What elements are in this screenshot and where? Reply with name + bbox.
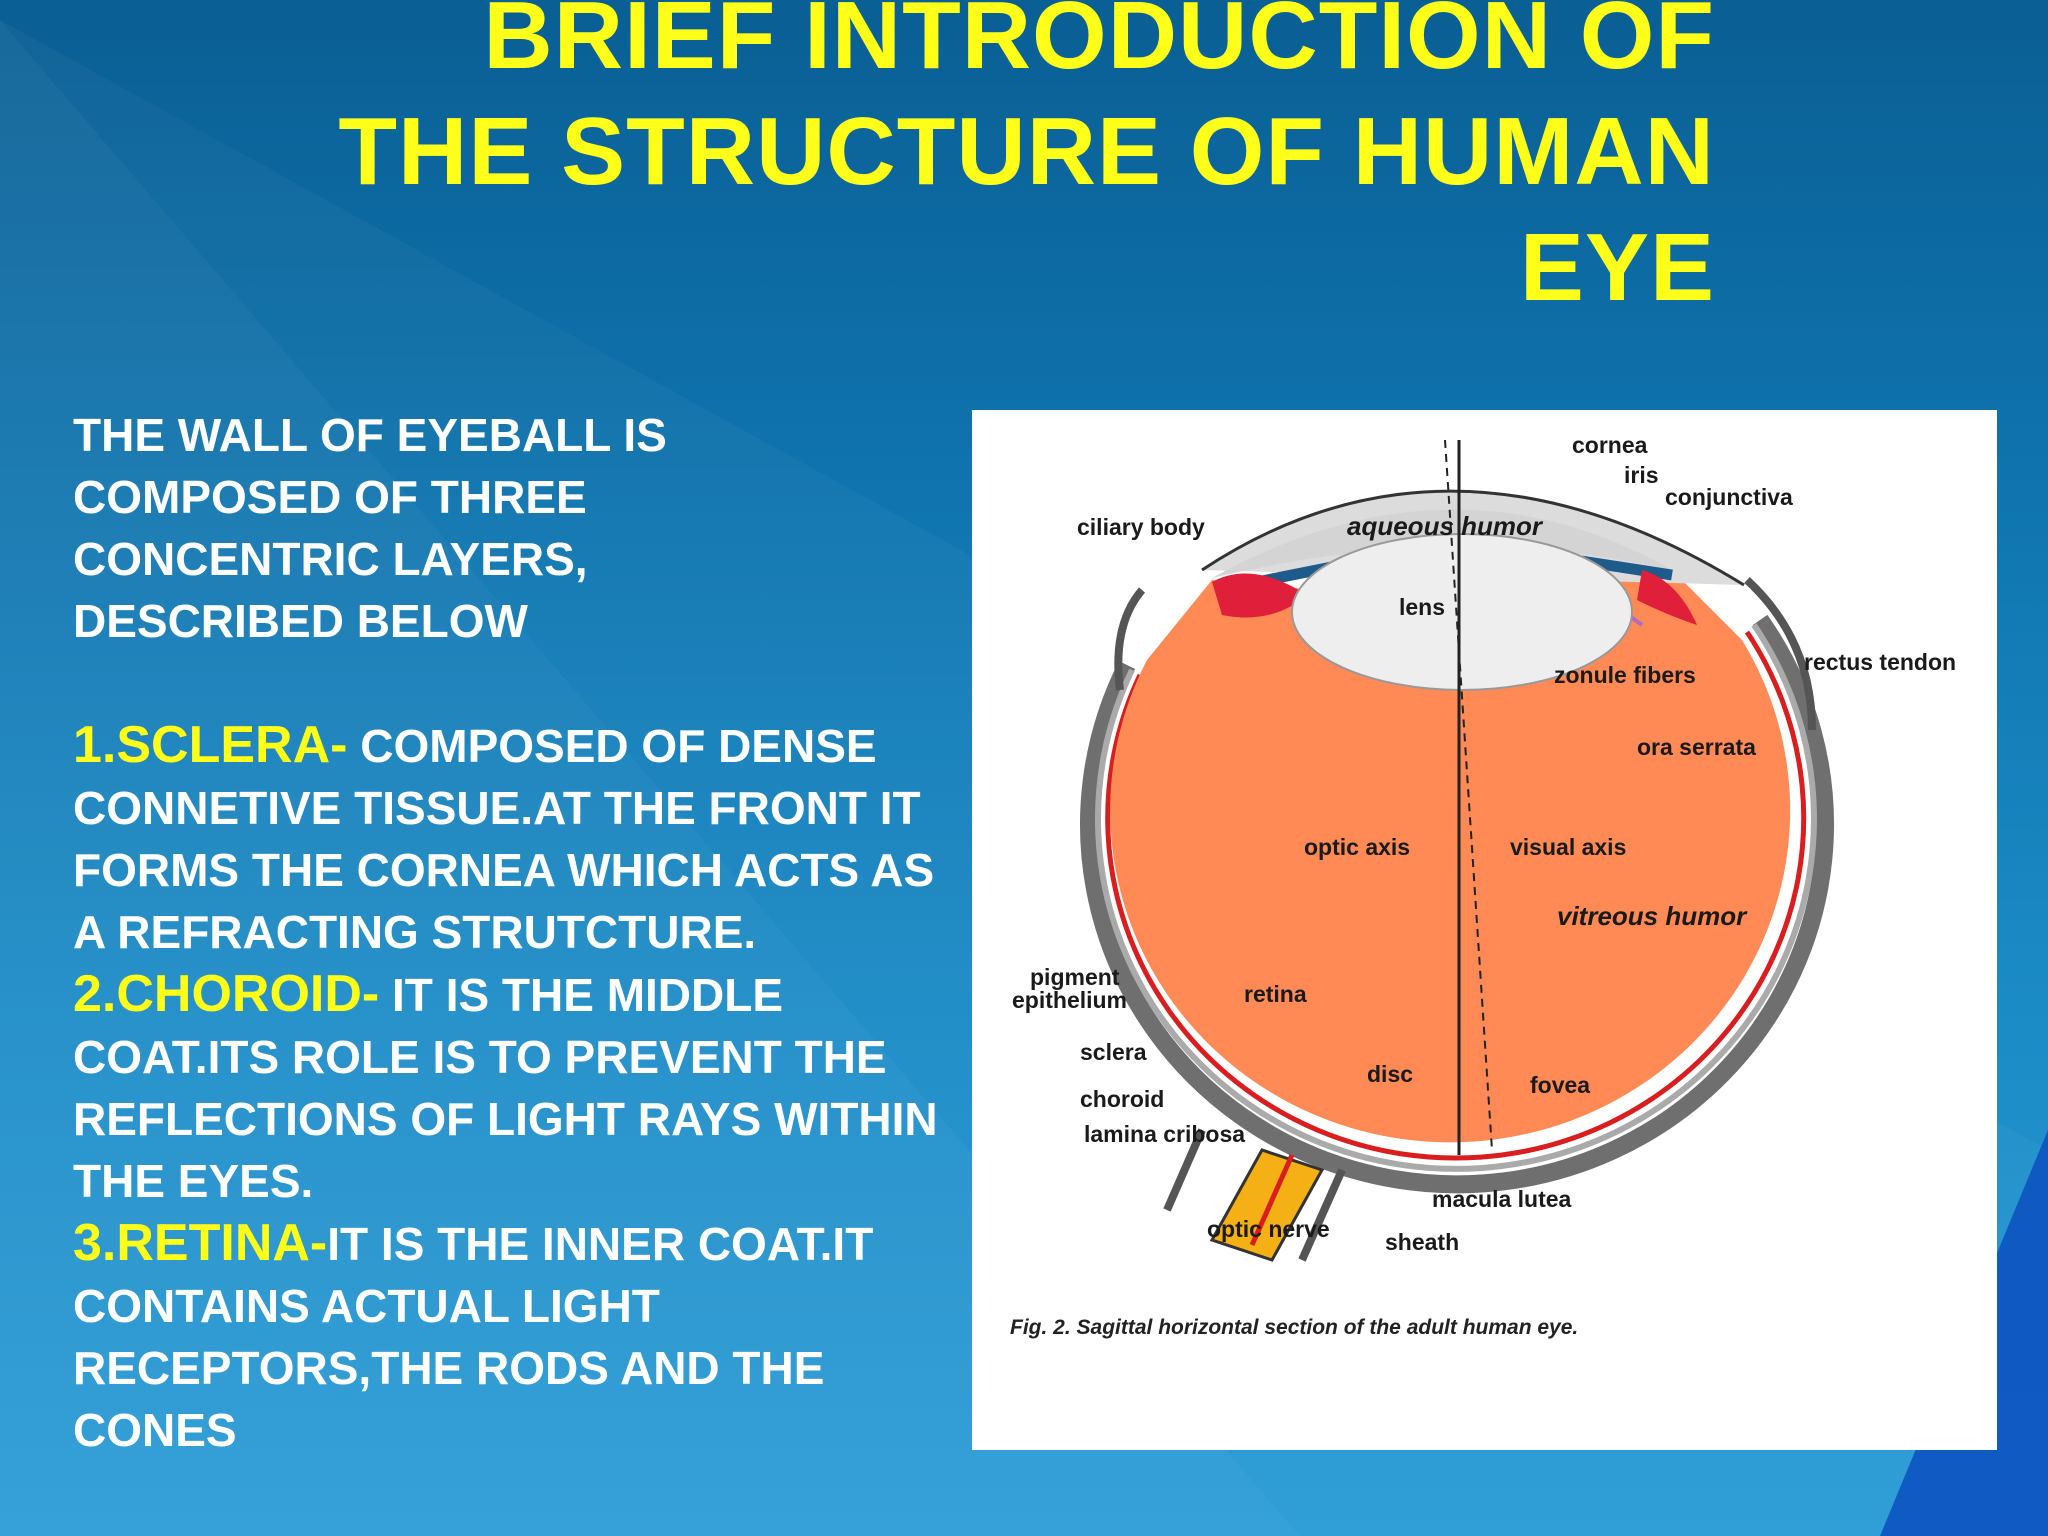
title-line-2: THE STRUCTURE OF HUMAN: [338, 98, 1715, 205]
sclera-heading: 1.SCLERA-: [73, 716, 348, 774]
label-macula-lutea: macula lutea: [1432, 1186, 1572, 1212]
eye-diagram-figure: cornea iris conjunctiva ciliary body aqu…: [972, 410, 1997, 1450]
intro-line: CONCENTRIC LAYERS,: [73, 533, 588, 585]
label-conjunctiva: conjunctiva: [1665, 484, 1793, 510]
label-visual-axis: visual axis: [1510, 834, 1626, 860]
title-line-1: BRIEF INTRODUCTION OF: [483, 0, 1715, 89]
label-ora-serrata: ora serrata: [1637, 734, 1756, 760]
intro-paragraph: THE WALL OF EYEBALL IS COMPOSED OF THREE…: [73, 404, 973, 652]
label-zonule-fibers: zonule fibers: [1554, 662, 1696, 688]
label-optic-nerve: optic nerve: [1207, 1216, 1330, 1242]
intro-line: COMPOSED OF THREE: [73, 471, 587, 523]
choroid-heading: 2.CHOROID-: [73, 965, 380, 1023]
label-optic-axis: optic axis: [1304, 834, 1410, 860]
eye-diagram: cornea iris conjunctiva ciliary body aqu…: [1012, 432, 1956, 1262]
retina-heading: 3.RETINA-: [73, 1214, 328, 1272]
label-ciliary-body: ciliary body: [1077, 514, 1205, 540]
label-rectus-tendon: rectus tendon: [1804, 649, 1956, 675]
label-choroid: choroid: [1080, 1086, 1164, 1112]
sclera-paragraph: 1.SCLERA- COMPOSED OF DENSE CONNETIVE TI…: [73, 714, 973, 963]
label-aqueous-humor: aqueous humor: [1347, 511, 1544, 541]
figure-caption: Fig. 2. Sagittal horizontal section of t…: [1010, 1316, 1579, 1339]
body-text: THE WALL OF EYEBALL IS COMPOSED OF THREE…: [73, 404, 973, 1461]
label-lens: lens: [1399, 594, 1445, 620]
label-retina: retina: [1244, 981, 1307, 1007]
choroid-description: IT IS THE MIDDLE COAT.ITS ROLE IS TO PRE…: [73, 969, 938, 1207]
retina-description: IT IS THE INNER COAT.IT CONTAINS ACTUAL …: [73, 1218, 874, 1456]
label-sheath: sheath: [1385, 1229, 1459, 1255]
label-epithelium: epithelium: [1012, 987, 1127, 1013]
label-cornea: cornea: [1572, 432, 1648, 458]
retina-paragraph: 3.RETINA-IT IS THE INNER COAT.IT CONTAIN…: [73, 1212, 973, 1461]
intro-line: THE WALL OF EYEBALL IS: [73, 409, 667, 461]
slide-title: BRIEF INTRODUCTION OF THE STRUCTURE OF H…: [215, 0, 1715, 326]
label-lamina-cribosa: lamina cribosa: [1084, 1121, 1245, 1147]
title-line-3: EYE: [1519, 214, 1715, 321]
sclera-description: COMPOSED OF DENSE CONNETIVE TISSUE.AT TH…: [73, 720, 935, 958]
label-fovea: fovea: [1530, 1072, 1590, 1098]
label-pigment: pigment: [1030, 964, 1120, 990]
choroid-paragraph: 2.CHOROID- IT IS THE MIDDLE COAT.ITS ROL…: [73, 963, 973, 1212]
label-sclera: sclera: [1080, 1039, 1147, 1065]
intro-line: DESCRIBED BELOW: [73, 595, 528, 647]
label-vitreous-humor: vitreous humor: [1557, 901, 1748, 931]
label-iris: iris: [1624, 462, 1659, 488]
label-disc: disc: [1367, 1061, 1413, 1087]
